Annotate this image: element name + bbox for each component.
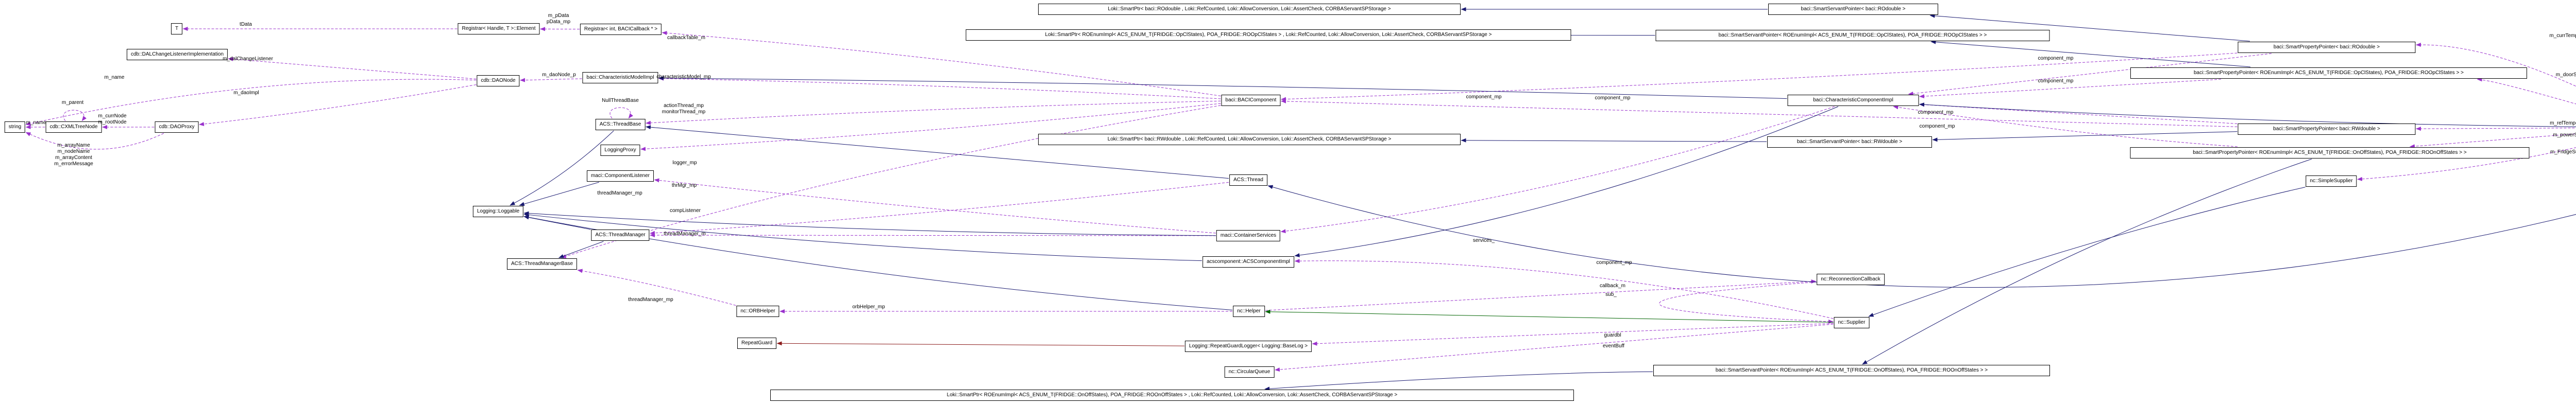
node-rglogger[interactable]: Logging::RepeatGuardLogger< Logging::Bas… <box>1184 341 1312 352</box>
edge <box>520 78 582 82</box>
node-tparam[interactable]: T <box>171 23 183 34</box>
edge <box>1265 309 1834 323</box>
edge <box>1893 105 2238 147</box>
node-regelem[interactable]: Registrar< Handle, T >::Element <box>457 23 540 34</box>
node-string[interactable]: string <box>4 121 26 133</box>
edge <box>228 57 477 80</box>
node-spp_onoff[interactable]: baci::SmartPropertyPointer< ROEnumImpl< … <box>2130 147 2530 159</box>
edge <box>2357 147 2576 181</box>
edge <box>523 211 1216 236</box>
node-ssp_rw[interactable]: baci::SmartServantPointer< baci::RWdoubl… <box>1767 136 1932 148</box>
edge <box>609 107 634 119</box>
node-ssp_onoff[interactable]: baci::SmartServantPointer< ROEnumImpl< A… <box>1653 365 2050 376</box>
node-loki2[interactable]: Loki::SmartPtr< ROEnumImpl< ACS_ENUM_T(F… <box>965 29 1571 41</box>
node-loki1[interactable]: Loki::SmartPtr< baci::ROdouble , Loki::R… <box>1038 4 1461 15</box>
node-complistener[interactable]: maci::ComponentListener <box>587 170 654 182</box>
edge <box>1919 102 2576 127</box>
edge <box>1312 323 1834 346</box>
edge <box>519 182 599 206</box>
edge <box>1294 106 1839 257</box>
edge <box>1919 102 2238 124</box>
node-logproxy[interactable]: LoggingProxy <box>600 145 640 156</box>
node-acscompimpl[interactable]: acscomponent::ACSComponentImpl <box>1202 256 1294 268</box>
edge <box>776 341 1185 346</box>
edge <box>658 76 1221 99</box>
edge <box>1267 185 2576 288</box>
node-threadmgrbase[interactable]: ACS::ThreadManagerBase <box>506 258 578 270</box>
edge <box>2416 127 2576 131</box>
edge <box>1908 53 2272 96</box>
edge <box>658 76 1787 99</box>
edge <box>1265 279 1817 311</box>
edge <box>63 110 87 121</box>
edge <box>1862 159 2312 365</box>
edge <box>1281 52 2238 101</box>
edge <box>1932 131 2238 142</box>
node-ssp_opcl[interactable]: baci::SmartServantPointer< ROEnumImpl< A… <box>1655 30 2050 41</box>
node-threadmgr[interactable]: ACS::ThreadManager <box>591 230 650 241</box>
edge <box>1294 259 1834 319</box>
edge <box>510 130 614 206</box>
edge <box>1930 40 2251 67</box>
node-loggable[interactable]: Logging::Loggable <box>472 206 524 217</box>
edge <box>646 100 1221 125</box>
edge <box>1929 13 2250 42</box>
edge <box>25 132 164 150</box>
node-nchelper[interactable]: nc::Helper <box>1233 306 1265 317</box>
edge <box>1275 324 1834 372</box>
node-spp_opcl[interactable]: baci::SmartPropertyPointer< ROEnumImpl< … <box>2130 67 2527 79</box>
node-loki4[interactable]: Loki::SmartPtr< ROEnumImpl< ACS_ENUM_T(F… <box>770 390 1574 401</box>
node-simplesup[interactable]: nc::SimpleSupplier <box>2306 175 2357 187</box>
node-ncsupplier[interactable]: nc::Supplier <box>1834 317 1870 328</box>
node-orbhelper[interactable]: nc::ORBHelper <box>736 306 779 317</box>
node-containersvc[interactable]: maci::ContainerServices <box>1216 230 1281 241</box>
node-dalchange[interactable]: cdb::DALChangeListenerImplementation <box>126 49 228 60</box>
edge <box>1264 371 1653 391</box>
edge <box>199 84 477 127</box>
node-circqueue[interactable]: nc::CircularQueue <box>1224 366 1275 378</box>
node-ssp_ro[interactable]: baci::SmartServantPointer< baci::ROdoubl… <box>1768 4 1938 15</box>
node-spp_ro[interactable]: baci::SmartPropertyPointer< baci::ROdoub… <box>2238 42 2416 53</box>
edge <box>640 103 1221 151</box>
node-acsthread[interactable]: ACS::Thread <box>1229 174 1267 186</box>
edge <box>1659 281 1834 324</box>
node-charmodel[interactable]: baci::CharacteristicModelImpl <box>582 72 658 83</box>
node-reconncb[interactable]: nc::ReconnectionCallback <box>1817 274 1885 285</box>
edge <box>1281 99 2238 127</box>
edge <box>646 125 1229 179</box>
edge <box>25 79 477 126</box>
edge <box>650 233 1216 238</box>
node-charcomp[interactable]: baci::CharacteristicComponentImpl <box>1787 95 1919 106</box>
edge <box>2416 42 2576 87</box>
node-regint[interactable]: Registrar< int, BACICallback * > <box>580 24 662 35</box>
node-spp_rw[interactable]: baci::SmartPropertyPointer< baci::RWdoub… <box>2238 124 2416 135</box>
node-bacicomp[interactable]: baci::BACIComponent <box>1221 95 1281 106</box>
edge <box>558 241 604 258</box>
edge <box>523 213 1202 261</box>
edge <box>1919 79 2222 99</box>
edge <box>654 178 1216 234</box>
edge <box>1461 138 1767 143</box>
node-repeatguard[interactable]: RepeatGuard <box>737 338 777 349</box>
edge <box>577 269 736 306</box>
node-threadbase[interactable]: ACS::ThreadBase <box>595 119 646 130</box>
edge <box>1280 106 1835 234</box>
edge <box>2410 133 2576 149</box>
node-daonode[interactable]: cdb::DAONode <box>477 75 520 86</box>
edge <box>2477 77 2576 104</box>
edge <box>662 31 1221 96</box>
node-cxml[interactable]: cdb::CXMLTreeNode <box>45 121 102 133</box>
node-loki3[interactable]: Loki::SmartPtr< baci::RWdouble , Loki::R… <box>1038 134 1461 145</box>
edge <box>650 182 1229 235</box>
node-daoproxy[interactable]: cdb::DAOProxy <box>155 121 199 133</box>
edge <box>1868 187 2306 317</box>
